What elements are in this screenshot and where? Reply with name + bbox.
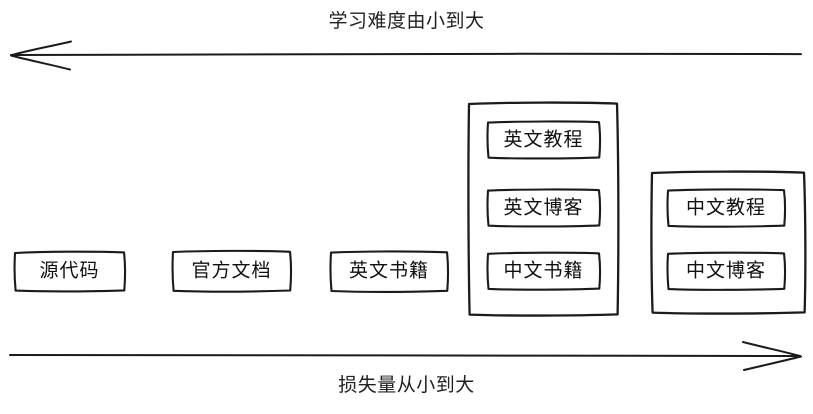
- node-label-english-books: 英文书籍: [348, 260, 430, 282]
- bottom-axis-arrow: [9, 341, 802, 371]
- bottom-axis-label: 损失量从小到大: [338, 375, 475, 396]
- node-official-docs[interactable]: [171, 249, 293, 293]
- top-axis-label: 学习难度由小到大: [328, 11, 485, 32]
- node-label-chinese-blog: 中文博客: [685, 260, 767, 282]
- node-label-english-tutorial: 英文教程: [503, 129, 584, 151]
- node-english-books[interactable]: [329, 250, 450, 293]
- node-label-source-code: 源代码: [39, 260, 100, 282]
- node-label-english-blog: 英文博客: [503, 197, 584, 219]
- node-label-official-docs: 官方文档: [191, 260, 272, 282]
- node-chinese-tutorial[interactable]: [666, 188, 787, 228]
- node-chinese-books[interactable]: [486, 251, 602, 291]
- top-axis-arrow: [10, 40, 802, 71]
- node-english-tutorial[interactable]: [486, 120, 602, 160]
- node-label-chinese-books: 中文书籍: [503, 260, 584, 282]
- node-chinese-blog[interactable]: [666, 251, 787, 291]
- node-label-chinese-tutorial: 中文教程: [685, 197, 767, 219]
- node-source-code[interactable]: [13, 250, 127, 293]
- node-english-blog[interactable]: [486, 188, 602, 228]
